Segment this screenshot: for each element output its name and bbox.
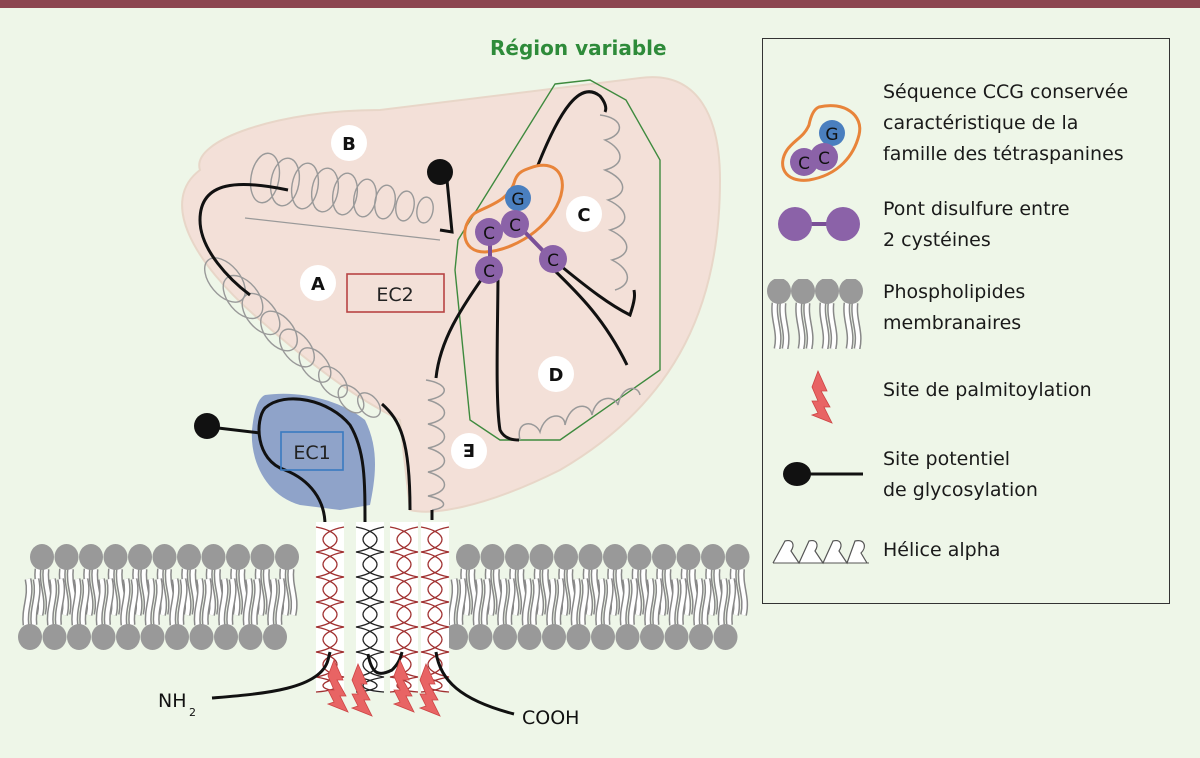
helix-c xyxy=(599,114,629,291)
svg-text:EC1: EC1 xyxy=(293,442,330,464)
ec2-label-box: EC2 xyxy=(346,273,445,313)
helix-d xyxy=(518,387,641,441)
top-bar xyxy=(0,0,1200,8)
svg-text:C: C xyxy=(509,216,521,236)
residue-c2: C xyxy=(475,218,503,246)
membrane-right xyxy=(444,544,750,650)
legend-text-alpha-helix: Hélice alpha xyxy=(883,539,1001,561)
legend-text-palmitoylation: Site de palmitoylation xyxy=(883,379,1092,401)
legend: G C C Séquence CCG conservée caractérist… xyxy=(762,38,1170,604)
ec1-region xyxy=(251,393,375,510)
tm-helix-2 xyxy=(355,521,385,693)
svg-text:C: C xyxy=(818,149,830,169)
svg-text:G: G xyxy=(511,190,524,210)
domain-label-b: B xyxy=(331,125,367,161)
svg-text:G: G xyxy=(825,125,838,145)
svg-text:C: C xyxy=(483,224,495,244)
c-terminus-label: COOH xyxy=(522,707,579,729)
helix-b xyxy=(244,152,441,241)
svg-text:C: C xyxy=(483,262,495,282)
legend-text-disulfide: Pont disulfure entre 2 cystéines xyxy=(883,198,1070,251)
domain-label-a: A xyxy=(300,265,336,301)
domain-label-d: D xyxy=(538,356,574,392)
ccg-outline xyxy=(463,163,564,254)
svg-text:C: C xyxy=(547,251,559,271)
svg-text:E: E xyxy=(463,439,475,460)
n-terminus-label: NH 2 xyxy=(158,690,196,719)
svg-text:C: C xyxy=(798,154,810,174)
variable-region-outline xyxy=(454,79,661,441)
ec2-chain xyxy=(198,90,636,520)
svg-text:2: 2 xyxy=(189,706,196,719)
disulfide-bridge-icon xyxy=(778,207,860,241)
intracellular-chain xyxy=(211,651,515,716)
legend-text-phospholipids: Phospholipides membranaires xyxy=(883,281,1026,334)
legend-text-ccg: Séquence CCG conservée caractéristique d… xyxy=(883,81,1129,165)
svg-text:EC2: EC2 xyxy=(376,284,413,306)
domain-label-e: E xyxy=(451,433,487,469)
legend-text-glycosylation: Site potentiel de glycosylation xyxy=(883,448,1038,501)
glycosylation-icon xyxy=(783,462,863,486)
variable-region-title: Région variable xyxy=(490,36,667,60)
ec1-label-box: EC1 xyxy=(280,431,344,471)
tm-helix-1 xyxy=(315,521,345,693)
svg-text:A: A xyxy=(311,274,325,295)
svg-text:NH: NH xyxy=(158,690,187,712)
glycosylation-site-ec2 xyxy=(427,159,454,234)
residue-g: G xyxy=(505,185,531,211)
svg-text:C: C xyxy=(577,205,590,226)
ec1-chain xyxy=(257,397,367,526)
svg-text:B: B xyxy=(342,134,356,155)
helix-e xyxy=(425,379,446,511)
glycosylation-site-ec1 xyxy=(194,413,261,439)
residue-c4: C xyxy=(539,245,567,273)
residue-c3: C xyxy=(475,256,503,284)
domain-label-c: C xyxy=(566,196,602,232)
palmitoylation-icon xyxy=(811,370,833,424)
residue-c1: C xyxy=(501,210,529,238)
phospholipids-icon xyxy=(765,279,875,349)
ccg-sequence-icon: G C C xyxy=(781,104,862,182)
helix-a xyxy=(204,257,382,418)
membrane-left xyxy=(18,544,299,650)
svg-text:D: D xyxy=(549,365,564,386)
alpha-helix-icon xyxy=(772,540,869,565)
